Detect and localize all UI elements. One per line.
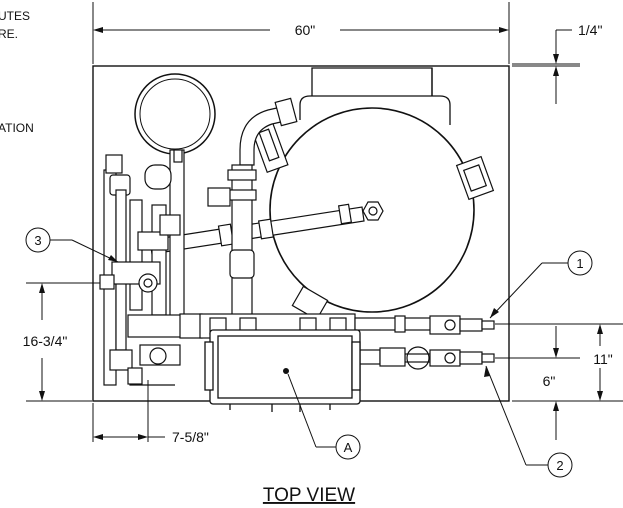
- pump-box: [204, 329, 361, 412]
- callout-1-bubble: [567, 250, 593, 276]
- secondary-tank: [134, 73, 216, 155]
- left-pipe-assembly: [99, 149, 209, 386]
- secondary-tank-inner: [139, 78, 211, 150]
- dimension-top-offset: [512, 29, 580, 104]
- note-line-1: UTES: [0, 9, 30, 23]
- callout-2-bubble: [547, 452, 573, 478]
- callout-3-bubble: [25, 227, 51, 253]
- dimension-overall-width: [92, 2, 510, 64]
- callout-3-label: 3: [34, 233, 41, 248]
- callout-a-label: A: [344, 440, 353, 455]
- tank-fitting: [362, 201, 384, 221]
- dimension-overall-width-label: 60": [295, 22, 316, 38]
- callout-1-leader: [489, 262, 568, 319]
- callout-2-leader: [484, 365, 548, 466]
- dimension-left-offset-label: 7-5/8": [172, 429, 209, 445]
- dimension-top-offset-label: 1/4": [578, 22, 602, 38]
- upper-elbow-pipe: [239, 97, 298, 166]
- callout-2-label: 2: [556, 458, 563, 473]
- dimension-right-group: [495, 323, 623, 440]
- pump-center-point: [283, 368, 289, 374]
- dimension-left-height-label: 16-3/4": [23, 333, 68, 349]
- callout-1-label: 1: [576, 256, 583, 271]
- note-line-2: RE.: [0, 27, 18, 41]
- vertical-pipe-column: [207, 164, 257, 316]
- dimension-right-lower-label: 6": [543, 373, 556, 389]
- callout-3-leader: [50, 239, 119, 263]
- view-title: TOP VIEW: [263, 485, 355, 506]
- dimension-left-offset: [92, 380, 165, 442]
- callout-a-leader: [287, 373, 336, 448]
- callout-a-bubble: [335, 434, 361, 460]
- note-line-3: ATION: [0, 121, 34, 135]
- dimension-right-upper-label: 11": [593, 351, 613, 367]
